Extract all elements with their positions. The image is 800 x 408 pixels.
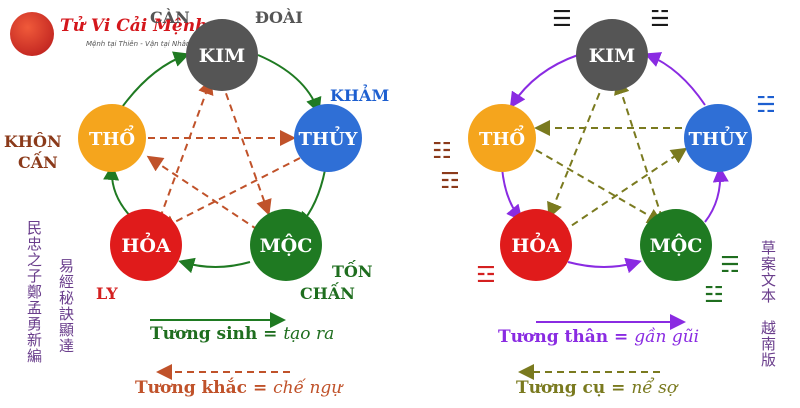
legend-khac: Tương khắc = chế ngự	[135, 378, 342, 398]
svg-text:KIM: KIM	[589, 45, 635, 67]
left-node-moc: MỘC	[250, 209, 322, 281]
right-node-moc: MỘC	[640, 209, 712, 281]
trigram-khon-icon: ☷	[432, 139, 452, 164]
vertical-text-left-1: 民忠之子鄭孟勇新編	[25, 220, 43, 364]
label-ton: TỐN	[332, 262, 373, 281]
label-can: CÀN	[150, 8, 190, 27]
legend-khac-label: Tương khắc =	[135, 378, 274, 398]
trigram-chan-icon: ☳	[704, 283, 724, 308]
left-khac-star	[146, 78, 301, 231]
trigram-ton-icon: ☴	[720, 253, 740, 278]
label-chan: CHẤN	[300, 284, 355, 303]
legend-cu: Tương cụ = nể sợ	[516, 378, 677, 398]
svg-text:HỎA: HỎA	[511, 231, 561, 257]
label-doai: ĐOÀI	[255, 8, 303, 27]
vertical-text-left-2: 易經秘訣顯達	[57, 258, 75, 354]
buddha-logo-icon	[10, 12, 54, 56]
trigram-kham-icon: ☵	[756, 93, 776, 118]
vertical-text-right-2: 越南版	[759, 320, 777, 368]
svg-text:MỘC: MỘC	[260, 233, 313, 257]
right-node-kim: KIM	[576, 19, 648, 91]
legend-sinh-label: Tương sinh =	[150, 324, 284, 344]
right-node-hoa: HỎA	[500, 209, 572, 281]
trigram-ly-icon: ☲	[476, 263, 496, 288]
legend-than-label: Tương thân =	[498, 327, 635, 347]
trigram-doai-icon: ☱	[650, 7, 670, 32]
left-node-kim: KIM	[186, 19, 258, 91]
label-kham: KHẢM	[330, 86, 390, 105]
right-cu-star	[534, 78, 688, 233]
legend-sinh: Tương sinh = tạo ra	[150, 324, 334, 344]
legend-than: Tương thân = gần gũi	[498, 327, 699, 347]
left-sinh-cycle	[103, 51, 326, 274]
svg-text:HỎA: HỎA	[121, 231, 171, 257]
svg-text:THỦY: THỦY	[689, 124, 749, 150]
legend-sinh-meaning: tạo ra	[283, 324, 335, 344]
left-node-hoa: HỎA	[110, 209, 182, 281]
svg-text:THỦY: THỦY	[299, 124, 359, 150]
trigram-can-icon: ☰	[552, 7, 572, 32]
vertical-text-right-1: 草案文本	[759, 240, 777, 304]
label-khon: KHÔN	[4, 132, 62, 151]
legend-cu-meaning: nể sợ	[631, 378, 678, 398]
brand-tagline: Mệnh tại Thiên - Vận tại Nhân	[86, 40, 191, 48]
legend-khac-meaning: chế ngự	[273, 378, 343, 398]
right-node-thuy: THỦY	[684, 104, 752, 172]
label-ly: LY	[96, 284, 118, 303]
trigram-can2-icon: ☶	[440, 169, 460, 194]
left-node-tho: THỔ	[78, 104, 146, 172]
svg-text:KIM: KIM	[199, 45, 245, 67]
brand-title: Tử Vi Cải Mệnh	[60, 16, 208, 36]
left-node-thuy: THỦY	[294, 104, 362, 172]
legend-than-meaning: gần gũi	[634, 327, 700, 347]
label-can2: CẤN	[18, 153, 58, 172]
svg-text:MỘC: MỘC	[650, 233, 703, 257]
brand-logo[interactable]: Tử Vi Cải Mệnh Mệnh tại Thiên - Vận tại …	[10, 10, 207, 60]
legend-cu-label: Tương cụ =	[516, 378, 632, 398]
right-node-tho: THỔ	[468, 104, 536, 172]
